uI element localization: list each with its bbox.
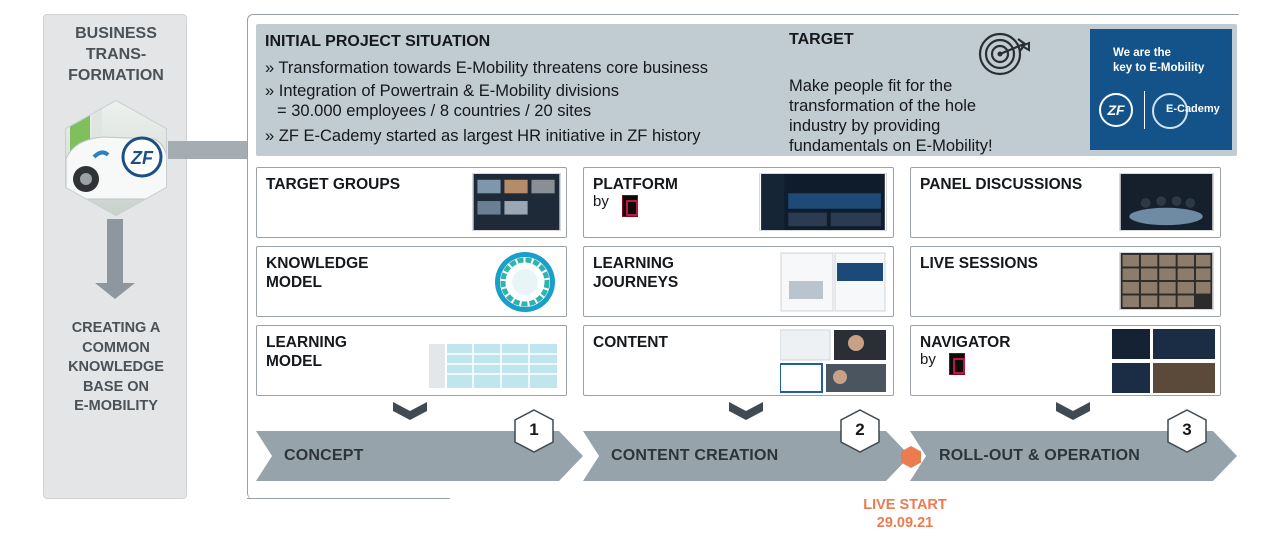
panel-discussion-thumbnail xyxy=(1119,173,1214,231)
electric-car-charging-image: ZF xyxy=(65,99,167,217)
target-arrow-icon xyxy=(978,32,1030,76)
target-groups-thumbnail xyxy=(472,173,561,231)
navigator-thumbnail xyxy=(1112,329,1215,393)
phase-number-hexagon xyxy=(514,409,554,453)
down-arrow-icon xyxy=(95,283,135,299)
situation-bullet: » Integration of Powertrain & E-Mobility… xyxy=(265,82,619,100)
live-session-grid-thumbnail xyxy=(1119,252,1214,310)
card-platform[interactable]: PLATFORM by xyxy=(583,167,894,238)
phase-arrow-content-creation xyxy=(583,431,910,481)
chevron-down-icon xyxy=(1056,402,1090,420)
connector-bar xyxy=(168,141,248,159)
phase-arrow-concept xyxy=(256,431,583,481)
phase-arrow-rollout xyxy=(910,431,1237,481)
card-learning-model[interactable]: LEARNING MODEL xyxy=(256,325,567,396)
vendor-logo xyxy=(622,195,638,217)
brand-slogan: We are the key to E-Mobility xyxy=(1113,47,1205,74)
ecademy-logo-icon xyxy=(1152,93,1188,129)
main-frame xyxy=(247,14,1239,499)
phase-number-hexagon xyxy=(840,409,880,453)
learning-model-table-thumbnail xyxy=(427,330,561,392)
card-target-groups[interactable]: TARGET GROUPS xyxy=(256,167,567,238)
situation-bullet-continuation: = 30.000 employees / 8 countries / 20 si… xyxy=(277,102,592,120)
situation-bullet: » ZF E-Cademy started as largest HR init… xyxy=(265,127,701,145)
card-content[interactable]: CONTENT xyxy=(583,325,894,396)
knowledge-wheel-thumbnail xyxy=(495,252,555,312)
business-transformation-column: BUSINESS TRANS- FORMATION ZF CREATING A … xyxy=(43,14,187,499)
card-knowledge-model[interactable]: KNOWLEDGE MODEL xyxy=(256,246,567,317)
down-arrow-shaft xyxy=(107,219,123,285)
phase-number: 2 xyxy=(855,420,865,439)
chevron-down-icon xyxy=(393,402,427,420)
vendor-logo xyxy=(949,353,965,375)
card-navigator[interactable]: NAVIGATOR by xyxy=(910,325,1221,396)
main-frame-bottom-line xyxy=(247,498,450,499)
card-panel-discussions[interactable]: PANEL DISCUSSIONS xyxy=(910,167,1221,238)
phase-number-hexagon xyxy=(1167,409,1207,453)
learning-journeys-thumbnail xyxy=(780,252,886,312)
phase-label-content-creation: CONTENT CREATION xyxy=(611,447,779,464)
phase-number: 3 xyxy=(1182,420,1192,439)
initial-situation-title: INITIAL PROJECT SITUATION xyxy=(265,33,491,50)
live-start-marker-icon xyxy=(901,446,921,468)
top-panel xyxy=(256,24,1237,156)
brand-divider xyxy=(1144,91,1145,129)
live-start-label: LIVE START 29.09.21 xyxy=(863,497,947,531)
card-live-sessions[interactable]: LIVE SESSIONS xyxy=(910,246,1221,317)
card-learning-journeys[interactable]: LEARNING JOURNEYS xyxy=(583,246,894,317)
brand-banner: We are the key to E-Mobility ZF E-Cademy xyxy=(1090,29,1232,150)
ecademy-logo: E-Cademy xyxy=(1166,103,1220,115)
zf-logo: ZF xyxy=(1099,93,1133,127)
phase-label-rollout: ROLL-OUT & OPERATION xyxy=(939,447,1141,464)
phase-label-concept: CONCEPT xyxy=(284,447,364,464)
target-title: TARGET xyxy=(789,31,854,48)
chevron-down-icon xyxy=(729,402,763,420)
target-description: Make people fit for the transformation o… xyxy=(789,77,993,155)
phase-number: 1 xyxy=(529,420,539,439)
content-thumbnail xyxy=(780,329,886,393)
knowledge-base-title: CREATING A COMMON KNOWLEDGE BASE ON E-MO… xyxy=(68,320,164,414)
situation-bullet: » Transformation towards E-Mobility thre… xyxy=(265,59,708,77)
svg-text:ZF: ZF xyxy=(130,148,154,168)
platform-thumbnail xyxy=(759,173,887,231)
business-transformation-title: BUSINESS TRANS- FORMATION xyxy=(68,25,164,84)
